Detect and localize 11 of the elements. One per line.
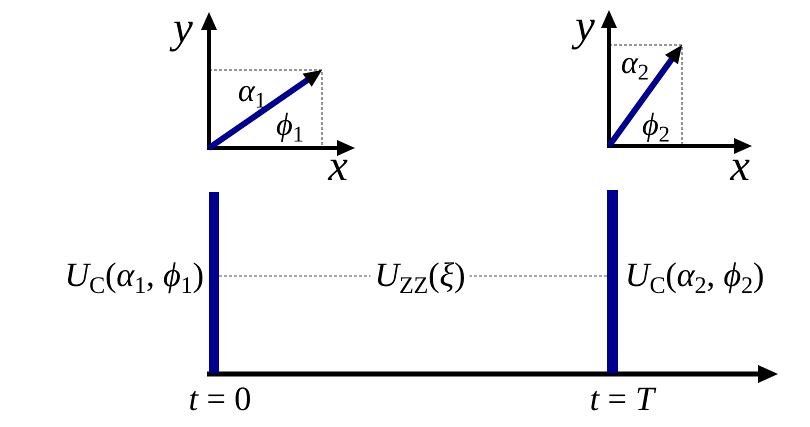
axis-label: x bbox=[730, 144, 750, 188]
gate-label: U$_{C}$(α$_{2}$, ϕ$_{2}$) bbox=[625, 259, 764, 293]
axis-label: x bbox=[328, 144, 348, 188]
time-label: t = T bbox=[590, 383, 654, 417]
angle-label: α$_{1}$ bbox=[238, 74, 266, 106]
edge-label: U$_{ZZ}$(ξ) bbox=[370, 259, 470, 293]
angle-label: ϕ$_{1}$ bbox=[276, 108, 304, 140]
gate-label: U$_{C}$(α$_{1}$, ϕ$_{1}$) bbox=[64, 259, 204, 293]
angle-label: α$_{2}$ bbox=[621, 46, 649, 78]
time-label: t = 0 bbox=[188, 383, 252, 417]
angle-label: ϕ$_{2}$ bbox=[642, 108, 670, 140]
